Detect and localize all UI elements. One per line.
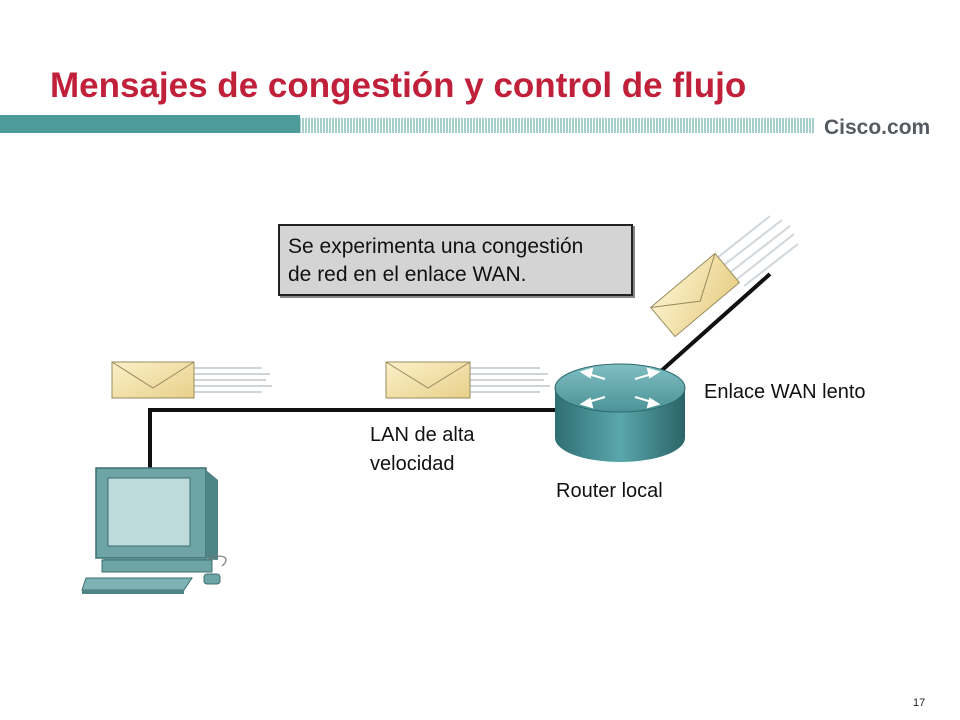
wan-link — [658, 272, 772, 374]
lan-link — [148, 408, 560, 468]
envelope-icon — [649, 215, 799, 338]
router-icon — [554, 363, 686, 462]
envelope-icon — [385, 361, 550, 399]
callout-line: de red en el enlace WAN. — [288, 263, 527, 286]
lan-label: LAN de alta velocidad — [370, 421, 475, 479]
page-number: 17 — [913, 697, 926, 709]
callout-line: Se experimenta una congestión — [288, 235, 584, 258]
router-label: Router local — [556, 480, 663, 502]
envelope-icon — [111, 361, 272, 399]
wan-label: Enlace WAN lento — [704, 381, 866, 403]
slide-title: Mensajes de congestión y control de fluj… — [50, 66, 747, 105]
header-bar — [0, 115, 814, 133]
lan-label-line: velocidad — [370, 453, 455, 475]
congestion-callout: Se experimenta una congestión de red en … — [278, 224, 633, 296]
cisco-logo: Cisco.com — [824, 116, 931, 139]
lan-label-line: LAN de alta — [370, 424, 475, 446]
computer-icon — [81, 467, 227, 594]
